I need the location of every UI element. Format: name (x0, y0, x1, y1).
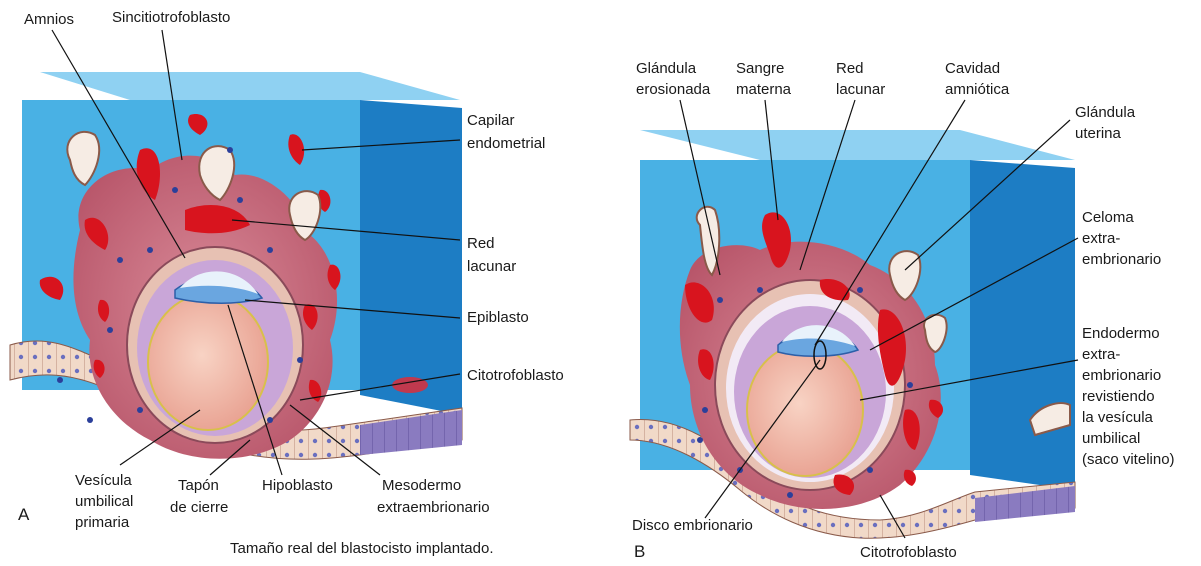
label-red-lacunar-b-2: lacunar (836, 81, 885, 98)
label-citotrofoblasto-b: Citotrofoblasto (860, 544, 957, 561)
label-vesicula-2: umbilical (75, 493, 133, 510)
label-vesicula-3: primaria (75, 514, 130, 531)
endometrium-top-b (640, 130, 1075, 160)
panel-a: Amnios Sincitiotrofoblasto Capilar endom… (10, 9, 564, 557)
yolk-sac-a (148, 294, 268, 430)
label-celoma-1: Celoma (1082, 209, 1134, 226)
label-endodermo-7: (saco vitelino) (1082, 451, 1175, 468)
label-endodermo-5: la vesícula (1082, 409, 1154, 426)
label-celoma-2: extra- (1082, 230, 1120, 247)
panel-letter-a: A (18, 505, 30, 524)
label-epiblasto: Epiblasto (467, 309, 529, 326)
label-endodermo-3: embrionario (1082, 367, 1161, 384)
endometrium-side-b (970, 160, 1075, 490)
label-red-lacunar-a-2: lacunar (467, 258, 516, 275)
label-sangre-materna-2: materna (736, 81, 792, 98)
label-sincitiotrofoblasto: Sincitiotrofoblasto (112, 9, 230, 26)
label-tapon-1: Tapón (178, 477, 219, 494)
label-tapon-2: de cierre (170, 499, 228, 516)
label-mesodermo-1: Mesodermo (382, 477, 461, 494)
caption-a: Tamaño real del blastocisto implantado. (230, 540, 493, 557)
panel-letter-b: B (634, 542, 645, 561)
label-endodermo-4: revistiendo (1082, 388, 1155, 405)
label-glandula-uterina-2: uterina (1075, 125, 1122, 142)
label-capilar-endometrial-2: endometrial (467, 135, 545, 152)
label-cavidad-amniotica-1: Cavidad (945, 60, 1000, 77)
label-sangre-materna-1: Sangre (736, 60, 784, 77)
label-glandula-erosionada-2: erosionada (636, 81, 711, 98)
label-endodermo-1: Endodermo (1082, 325, 1160, 342)
label-endodermo-6: umbilical (1082, 430, 1140, 447)
label-vesicula-1: Vesícula (75, 472, 132, 489)
label-celoma-3: embrionario (1082, 251, 1161, 268)
label-mesodermo-2: extraembrionario (377, 499, 490, 516)
label-disco-embrionario: Disco embrionario (632, 517, 753, 534)
label-amnios: Amnios (24, 11, 74, 28)
label-cavidad-amniotica-2: amniótica (945, 81, 1010, 98)
label-citotrofoblasto-a: Citotrofoblasto (467, 367, 564, 384)
label-red-lacunar-a-1: Red (467, 235, 495, 252)
endometrium-side-a (360, 100, 462, 415)
endometrium-top-a (40, 72, 460, 100)
label-red-lacunar-b-1: Red (836, 60, 864, 77)
label-glandula-erosionada-1: Glándula (636, 60, 697, 77)
label-glandula-uterina-1: Glándula (1075, 104, 1136, 121)
label-hipoblasto: Hipoblasto (262, 477, 333, 494)
side-lacuna-a (392, 377, 428, 393)
yolk-sac-b (747, 344, 863, 476)
panel-b: Glándula erosionada Sangre materna Red l… (630, 60, 1175, 561)
label-endodermo-2: extra- (1082, 346, 1120, 363)
label-capilar-endometrial-1: Capilar (467, 112, 515, 129)
